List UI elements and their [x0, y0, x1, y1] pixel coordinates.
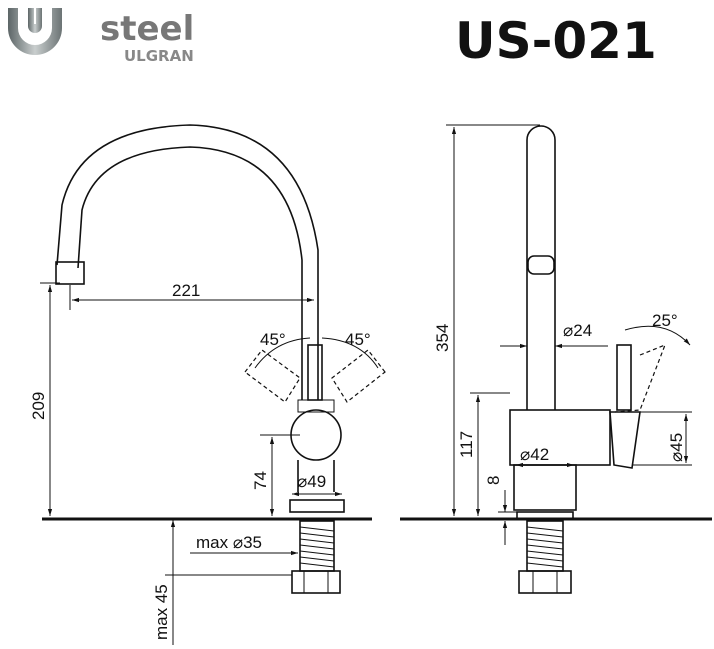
dim-angle-right: 45° — [345, 330, 371, 349]
dim-total-height: 354 — [433, 324, 452, 352]
dim-body-diameter: ⌀45 — [667, 433, 686, 462]
dim-max-thickness: max 45 — [152, 584, 171, 640]
front-view: 221 209 45° 45° 74 ⌀49 max ⌀35 max 45 — [29, 124, 386, 645]
dim-side-base-diameter: ⌀42 — [520, 445, 549, 464]
dim-spout-height: 209 — [29, 392, 48, 420]
dim-pipe-diameter: ⌀24 — [563, 321, 592, 340]
ulgran-logo: steel ULGRAN — [8, 8, 194, 65]
dim-reach: 221 — [172, 281, 200, 300]
dim-base-diameter: ⌀49 — [297, 472, 326, 491]
dim-lever-height: 74 — [251, 471, 270, 490]
dim-lever-angle: 25° — [652, 311, 678, 330]
dim-body-height: 117 — [457, 431, 476, 458]
dim-angle-left: 45° — [260, 330, 286, 349]
side-view: 354 117 ⌀24 25° ⌀45 ⌀42 8 — [400, 124, 712, 594]
logo-sub: ULGRAN — [124, 47, 194, 65]
model-title: US-021 — [455, 12, 657, 70]
logo-brand: steel — [100, 9, 194, 49]
dim-base-height: 8 — [484, 476, 503, 485]
dim-max-hole: max ⌀35 — [196, 533, 262, 552]
